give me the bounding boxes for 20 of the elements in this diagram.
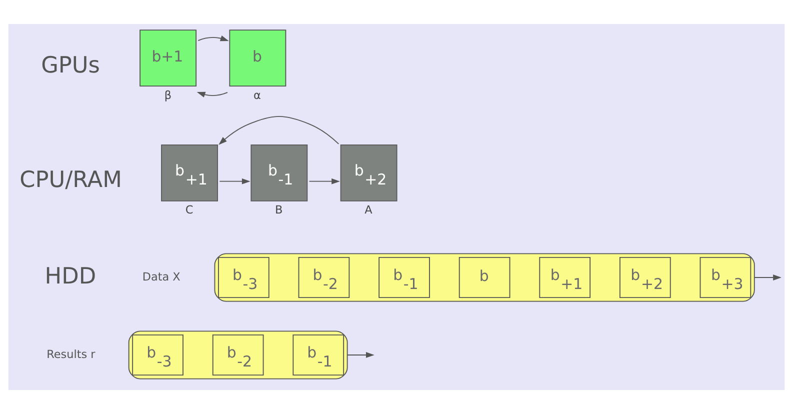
arrow xyxy=(346,352,374,358)
label: CPU/RAM xyxy=(20,166,122,193)
label: GPUs xyxy=(41,52,100,78)
node-box: b xyxy=(458,256,510,298)
node-label: B xyxy=(274,203,283,216)
label: HDD xyxy=(44,262,96,289)
arrow xyxy=(754,274,782,280)
arrow xyxy=(218,116,340,144)
arrow xyxy=(196,91,228,97)
arrow xyxy=(308,178,340,184)
cluster xyxy=(128,330,348,379)
node-label: β xyxy=(164,88,172,102)
arrow xyxy=(219,178,250,184)
cluster xyxy=(214,252,755,302)
node-label: Results r xyxy=(46,347,96,360)
node-label: A xyxy=(364,203,372,216)
node-label: C xyxy=(185,203,194,216)
node-label: Data X xyxy=(142,270,180,283)
arrow xyxy=(198,35,229,41)
node-label: α xyxy=(253,88,261,102)
